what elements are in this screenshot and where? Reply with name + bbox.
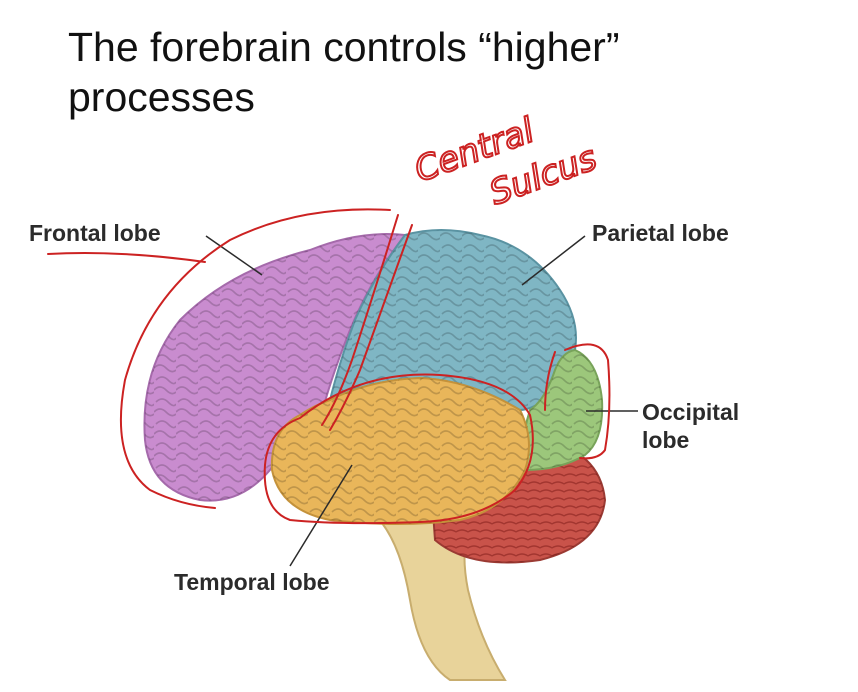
parietal-leader-line xyxy=(521,235,586,286)
occipital-bracket-inner xyxy=(544,351,556,411)
occipital-bracket xyxy=(564,343,611,460)
slide-title: The forebrain controls “higher” processe… xyxy=(68,22,828,122)
occipital-lobe xyxy=(522,348,604,472)
frontal-lobe-label: Frontal lobe xyxy=(29,220,161,246)
parietal-lobe-label: Parietal lobe xyxy=(592,220,729,246)
occipital-label-line-1: Occipital xyxy=(642,399,740,425)
temporal-lobe-label: Temporal lobe xyxy=(174,569,330,595)
central-sulcus-line-2 xyxy=(329,224,413,431)
frontal-lobe xyxy=(143,233,407,502)
occipital-lobe-label: Occipital lobe xyxy=(642,398,739,454)
handwritten-annotations xyxy=(47,208,611,525)
frontal-leader-line xyxy=(205,235,263,276)
frontal-bracket xyxy=(119,208,391,509)
temporal-outline xyxy=(263,373,534,525)
slide-title-line-2: processes xyxy=(68,74,255,120)
occipital-label-line-2: lobe xyxy=(642,427,690,453)
temporal-leader-line xyxy=(289,464,353,567)
temporal-lobe xyxy=(270,376,530,525)
parietal-lobe xyxy=(328,229,577,412)
frontal-underline xyxy=(47,252,206,263)
slide-title-line-1: The forebrain controls “higher” xyxy=(68,24,620,70)
brainstem xyxy=(372,513,507,681)
central-sulcus-line-1 xyxy=(321,214,399,426)
